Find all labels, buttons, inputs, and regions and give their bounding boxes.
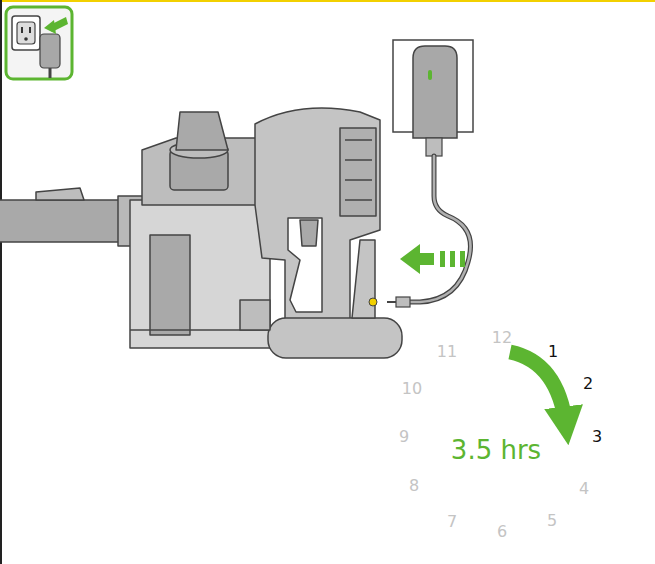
clock-number: 11 [437,344,457,360]
clock-number: 10 [402,381,422,397]
clock-number: 8 [409,478,419,494]
wall-charger [387,40,473,307]
left-rule [0,0,2,564]
clock-arrow [510,352,566,426]
clock-number: 6 [497,524,507,540]
charge-time: 3.5 hrs [451,437,541,463]
insert-arrow [400,244,465,274]
clock-number: 2 [583,376,593,392]
plug-icon [6,7,72,79]
clock-number: 5 [547,513,557,529]
clock-number: 4 [579,481,589,497]
handheld-vacuum [0,108,402,358]
clock-number: 3 [592,429,602,445]
clock-number: 7 [447,514,457,530]
clock-number: 1 [548,344,558,360]
clock-number: 9 [399,429,409,445]
clock-number: 12 [492,330,512,346]
top-rule [0,0,655,2]
